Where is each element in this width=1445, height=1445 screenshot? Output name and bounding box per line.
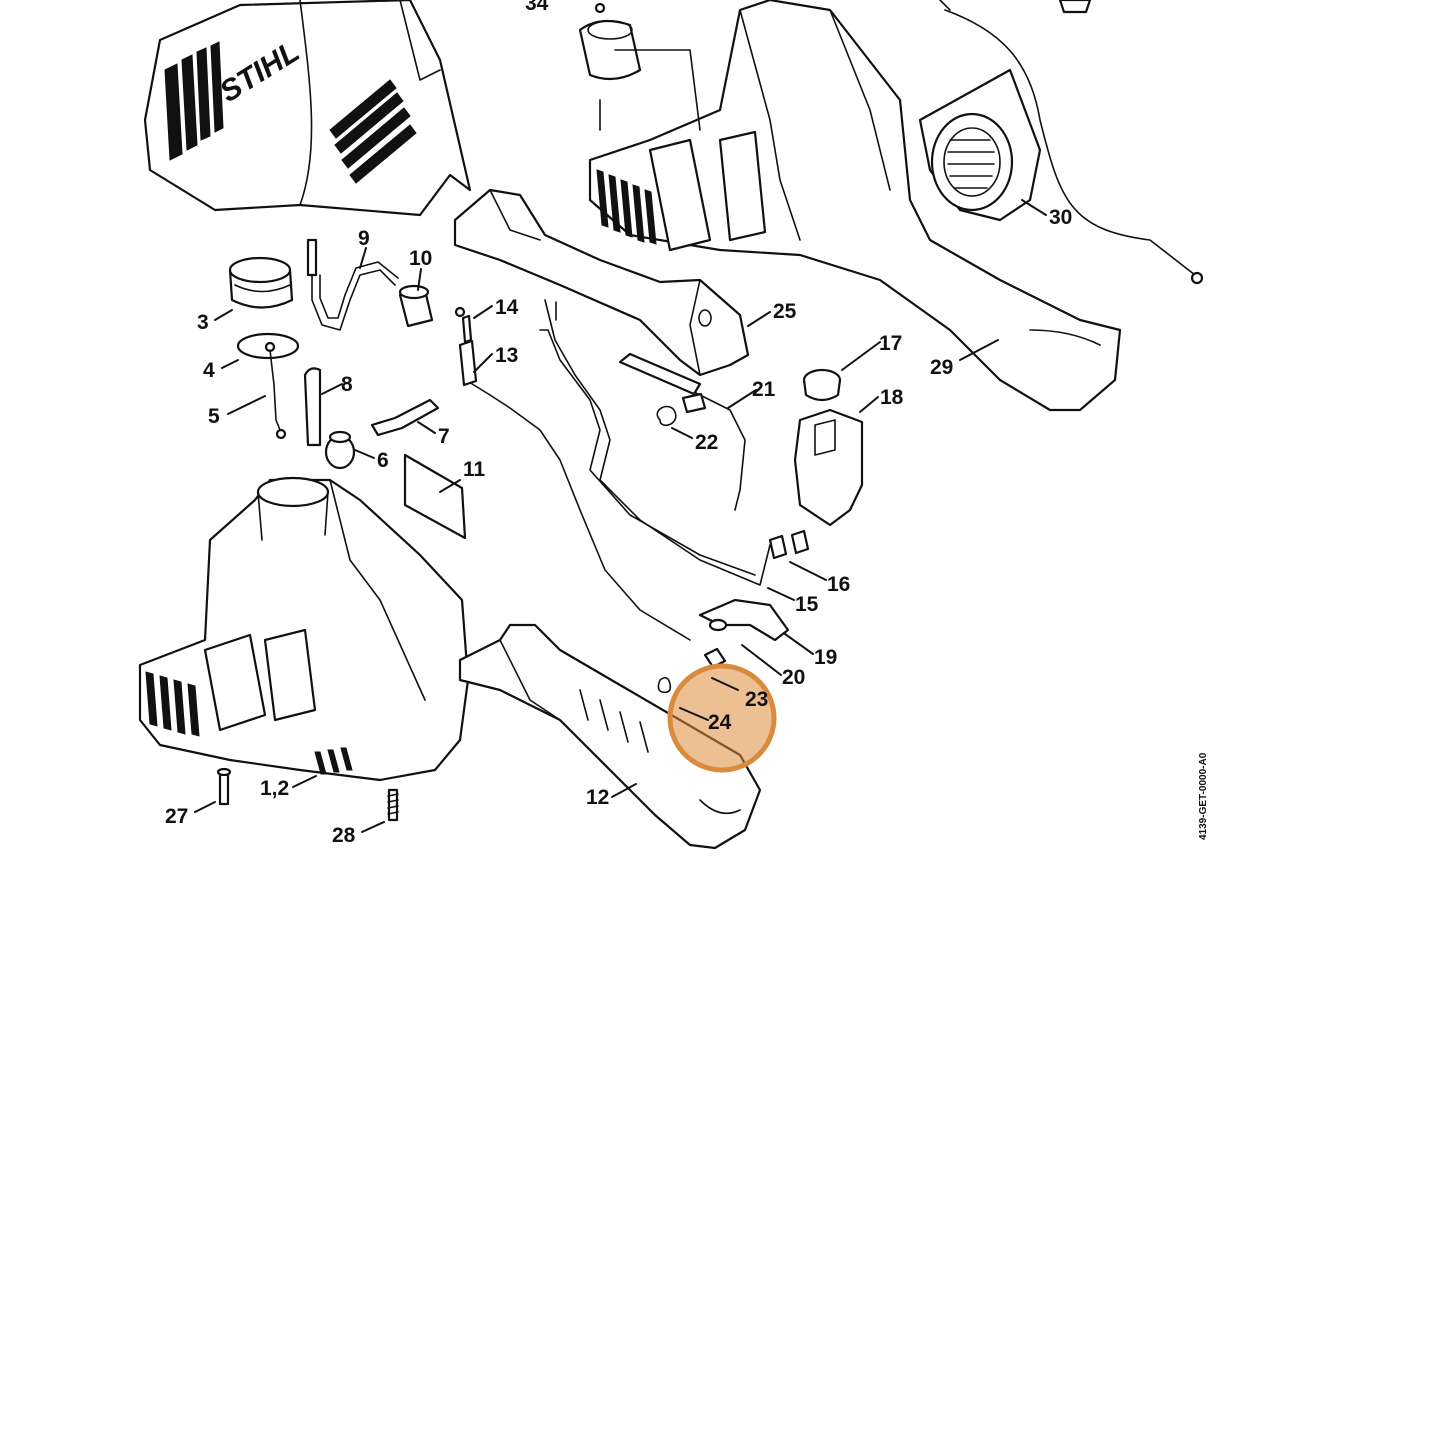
label-10: 10 [409,247,432,270]
highlight-circle [667,663,777,773]
label-5: 5 [208,405,220,428]
label-8: 8 [341,373,353,396]
label-3: 3 [197,311,209,334]
label-24: 24 [708,711,732,734]
part-number-labels: 34 3 4 5 6 7 8 9 10 11 14 13 25 21 22 17… [165,0,1072,847]
fuel-hose[interactable] [370,398,440,437]
spring-22[interactable] [656,405,677,427]
label-14: 14 [495,296,519,319]
leader-lines [194,199,1047,833]
screw-28[interactable] [387,788,399,822]
label-28: 28 [332,824,356,847]
drawing-number: 4139-GET-0000-A0 [1198,752,1209,840]
label-19: 19 [814,646,837,669]
label-20: 20 [782,666,805,689]
washer-20[interactable] [708,618,728,632]
fuel-line-assembly[interactable] [306,238,399,331]
throttle-trigger-21[interactable] [618,352,702,396]
throttle-cable-13[interactable] [458,339,691,641]
label-6: 6 [377,449,389,472]
cover-vent-slots-left [164,41,224,161]
label-11: 11 [463,458,486,481]
switch-holder[interactable] [793,408,864,527]
label-25: 25 [773,300,797,323]
label-17: 17 [879,332,902,355]
label-34: 34 [525,0,549,15]
housing-vent-slots [596,169,657,245]
label-22: 22 [695,431,718,454]
label-15: 15 [795,593,819,616]
stop-switch[interactable] [802,368,842,402]
engine-cover[interactable]: STIHL [143,0,472,217]
lower-engine-housing[interactable] [138,476,470,782]
screw-27[interactable] [216,767,232,806]
label-13: 13 [495,344,518,367]
label-12: 12 [586,786,609,809]
label-16: 16 [827,573,850,596]
rear-engine-housing[interactable] [588,0,1122,412]
label-27: 27 [165,805,188,828]
tank-cap[interactable] [228,256,294,309]
latch-23[interactable] [703,647,727,669]
cover-vent-slots-right [329,79,417,184]
cable-end-fitting [1190,271,1204,285]
throttle-cable-upper [944,9,1196,276]
label-9: 9 [358,227,370,250]
label-30: 30 [1049,206,1072,229]
label-4: 4 [203,359,215,382]
handle-housing-upper[interactable] [453,188,750,377]
screw-14[interactable] [454,306,473,344]
latch-21[interactable] [681,392,707,414]
spring-23[interactable] [657,676,672,694]
hose-fitting[interactable] [303,367,322,447]
tank-vent-valve[interactable] [324,430,356,470]
label-1-2: 1,2 [260,777,289,800]
cable-anchor-top [1058,0,1092,14]
pickup-body[interactable] [264,341,287,440]
label-29: 29 [930,356,953,379]
label-21: 21 [752,378,776,401]
fuel-filter[interactable] [398,284,434,328]
handle-housing-lower[interactable] [458,623,762,850]
filter-plate[interactable] [403,453,467,540]
fan-shroud[interactable] [918,68,1042,222]
lower-housing-vent-slots [145,671,353,775]
filter-cup-34[interactable] [578,2,701,131]
wire-connectors[interactable] [768,529,810,560]
wiring-harness[interactable] [544,299,771,586]
label-7: 7 [438,425,450,448]
label-18: 18 [880,386,904,409]
label-23: 23 [745,688,768,711]
